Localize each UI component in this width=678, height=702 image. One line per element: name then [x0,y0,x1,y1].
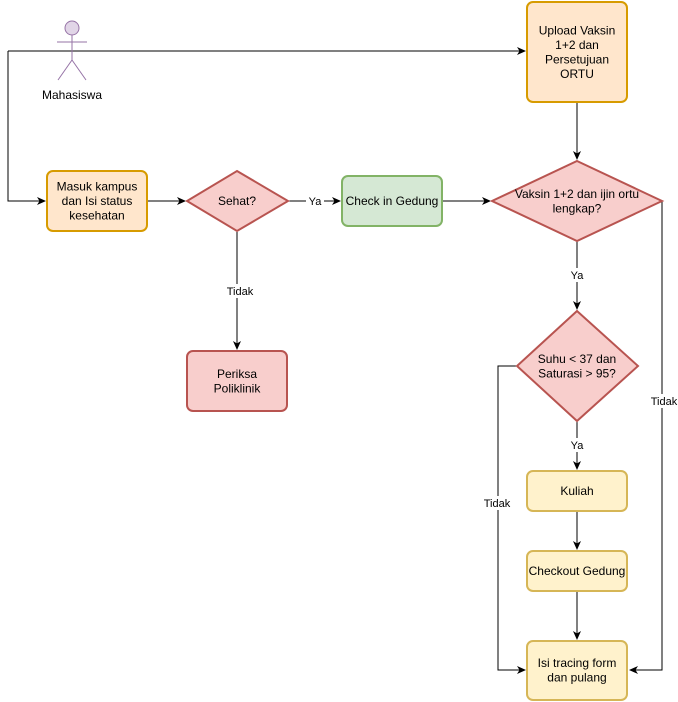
node-checkin-label: Check in Gedung [346,194,439,208]
actor-head [64,20,80,36]
label-sehat-ya: Ya [309,196,323,208]
label-suhu-ya: Ya [571,440,585,452]
label-line: dan pulang [547,670,606,684]
label-line: Sehat? [218,194,256,208]
node-checkout-label: Checkout Gedung [529,564,626,578]
label-vaksin-ya: Ya [571,270,585,282]
label-suhu-tidak: Tidak [484,498,511,510]
node-sehat-label: Sehat? [218,194,256,208]
edge-labels: Ya Tidak Ya Tidak Ya Tidak [225,194,678,510]
edge-vaksin-to-tracing [629,201,663,674]
label-line: kesehatan [69,209,124,223]
node-sehat[interactable]: Sehat? [185,169,290,233]
label-line: Suhu < 37 dan [538,352,616,366]
node-kuliah[interactable]: Kuliah [526,470,628,512]
label-line: dan Isi status [62,194,133,208]
label-line: Upload Vaksin [539,23,616,37]
label-line: Masuk kampus [57,180,138,194]
node-checkout[interactable]: Checkout Gedung [526,550,628,592]
edge-suhu-to-tracing [497,365,526,674]
edge-actor-to-masuk [7,51,46,205]
label-line: Poliklinik [214,381,262,395]
label-line: Saturasi > 95? [538,366,616,380]
label-line: Kuliah [560,484,593,498]
label-vaksin-tidak: Tidak [651,396,678,408]
label-line: 1+2 dan [555,38,599,52]
label-sehat-tidak: Tidak [227,286,254,298]
node-kuliah-label: Kuliah [560,484,593,498]
actor-mahasiswa[interactable] [57,20,87,81]
label-line: Checkout Gedung [529,564,626,578]
actor-label: Mahasiswa [42,88,102,102]
label-line: Check in Gedung [346,194,439,208]
label-line: ORTU [560,67,594,81]
label-line: Persetujuan [545,52,609,66]
label-line: Vaksin 1+2 dan ijin ortu [515,187,639,201]
label-line: Isi tracing form [538,656,617,670]
label-line: Periksa [217,367,257,381]
label-line: lengkap? [553,201,602,215]
node-checkin[interactable]: Check in Gedung [341,175,443,227]
